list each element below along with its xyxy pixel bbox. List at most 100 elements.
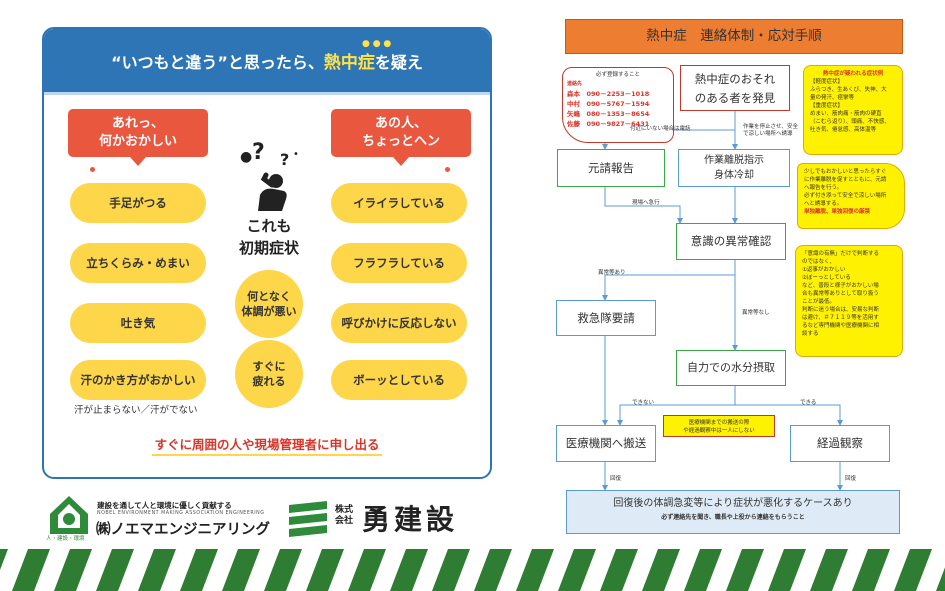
contact-row: 中村 090－5767－1594: [567, 100, 650, 108]
stripe: [516, 549, 554, 591]
judge-line: ①返事がおかしい: [802, 267, 846, 273]
tag-line: 何かおかしい: [98, 134, 177, 149]
stripe: [810, 549, 848, 591]
company2-name: 勇建設: [362, 503, 459, 536]
final-box: 回復後の体調急変等により症状が悪化するケースあり 必ず連絡先を聞き、職長や上役か…: [566, 490, 900, 534]
cool-note-line: 少しでもおかしいと思ったらすぐ: [804, 169, 887, 175]
bottom-message: すぐに周囲の人や現場管理者に申し出る: [44, 434, 490, 456]
center-symptom: すぐに 疲れる: [235, 340, 303, 408]
cool-note: 少しでもおかしいと思ったらすぐ に作業離脱を促すとともに、元請 へ報告を行う。 …: [797, 163, 905, 229]
symptoms-line: 量の発汗、痙攣等: [810, 95, 855, 101]
contact-row: 佐藤 090－9827－6431: [567, 120, 650, 128]
cool-note-line: へと誘導する。: [804, 201, 843, 207]
judge-line: など、普段と様子がおかしい場: [802, 283, 879, 289]
heatstroke-poster: ● ● ● “いつもと違う”と思ったら、熱中症を疑え あれっ、 何かおかしい あ…: [42, 27, 492, 479]
poster-header: ● ● ● “いつもと違う”と思ったら、熱中症を疑え: [44, 29, 490, 95]
stripe: [348, 549, 386, 591]
center-symptom: 何となく 体調が悪い: [235, 270, 303, 338]
svg-text:?: ?: [252, 140, 265, 165]
label-stop-line: で涼しい場所へ誘導: [743, 131, 793, 137]
cool-line: 身体冷却: [714, 170, 754, 181]
consciousness-box: 意識の異常確認: [676, 223, 786, 260]
symptoms-line: めまい、筋肉痛・筋肉の硬直: [810, 111, 882, 117]
stripe: [96, 549, 134, 591]
observe-box: 経過観察: [790, 425, 890, 462]
final-text: 回復後の体調急変等により症状が悪化するケースあり: [613, 498, 853, 509]
center-symptom-line: 疲れる: [252, 375, 286, 388]
stripe: [768, 549, 806, 591]
judge-line: ②ぼーっとしている: [802, 275, 851, 281]
tag-line: あの人、: [374, 116, 427, 131]
stripe: [642, 549, 680, 591]
flowchart: 熱中症 連絡体制・応対手順 必ず登録すること 連絡先 森本 090－2253－1…: [556, 19, 905, 534]
label-recover: 回復: [845, 476, 857, 482]
stripe: [12, 549, 50, 591]
company1-name: ㈱ノエマエンジニアリング: [96, 522, 270, 538]
symptoms-line: （こむら返り）、頭痛、不快感、: [810, 119, 890, 125]
symptom-item: 立ちくらみ・めまい: [70, 243, 206, 283]
hazard-stripes: [0, 549, 945, 591]
sweat-subnote: 汗が止まらない／汗がでない: [74, 405, 198, 416]
company2-type: 株式会社: [335, 505, 354, 526]
stripe: [390, 549, 428, 591]
contact-box: 必ず登録すること 連絡先 森本 090－2253－1018 中村 090－576…: [562, 67, 674, 143]
svg-text:•: •: [293, 149, 299, 160]
stripe: [264, 549, 302, 591]
svg-text:●: ●: [240, 149, 252, 165]
center-symptom-line: 何となく: [247, 290, 291, 303]
stripe: [726, 549, 764, 591]
report-box: 元請報告: [557, 149, 665, 187]
symptom-item: 手足がつる: [70, 183, 206, 223]
poster-title: “いつもと違う”と思ったら、熱中症を疑え: [44, 48, 490, 73]
judge-note: 「意識の有無」だけで判断する のではなく、 ①返事がおかしい ②ぼーっとしている…: [795, 245, 903, 357]
start-line: のある者を発見: [694, 91, 776, 105]
stripe: [180, 549, 218, 591]
judge-line: のではなく、: [802, 259, 836, 265]
symptom-item: 汗のかき方がおかしい: [70, 360, 206, 400]
tag-dot: [445, 167, 450, 172]
contact-header: 必ず登録すること: [595, 72, 640, 78]
svg-text:?: ?: [280, 150, 289, 169]
emphasis-dots: ● ● ●: [362, 39, 392, 49]
stripe: [432, 549, 470, 591]
label-none: 異常等なし: [742, 310, 770, 316]
stripe: [138, 549, 176, 591]
judge-line: るなど専門機関や医療機関に相: [802, 323, 880, 329]
label-stop: 作業を停止させ、安全 で涼しい場所へ誘導: [743, 124, 798, 138]
judge-line: 判断に迷う場合は、安易な判断: [802, 307, 880, 313]
symptom-item: フラフラしている: [331, 243, 467, 283]
stripe: [474, 549, 512, 591]
left-tag: あれっ、 何かおかしい: [68, 109, 208, 166]
symptoms-line: 【重度症状】: [810, 103, 844, 109]
cool-note-line: 必ず付き添って安全で涼しい場所: [804, 193, 887, 199]
stripe: [684, 549, 722, 591]
final-subtext: 必ず連絡先を聞き、職長や上役から連絡をもらうこと: [661, 514, 805, 521]
stripe: [852, 549, 890, 591]
stripe: [306, 549, 344, 591]
noema-logo-mark: [50, 496, 88, 534]
title-part: “いつもと違う”と思ったら、: [111, 53, 324, 72]
stripe: [558, 549, 596, 591]
bottom-message-text: すぐに周囲の人や現場管理者に申し出る: [152, 437, 382, 456]
symptom-item: 呼びかけに反応しない: [331, 303, 467, 343]
label-urgent: 現場へ急行: [632, 200, 660, 206]
symptoms-line: 【軽度症状】: [810, 79, 844, 85]
stripe: [0, 549, 8, 570]
company1-slogan: 建設を通して人と環境に優しく貢献する: [97, 501, 232, 510]
flow-title: 熱中症 連絡体制・応対手順: [565, 19, 903, 54]
tag-line: あれっ、: [111, 116, 164, 131]
right-tag: あの人、 ちょっとヘン: [331, 109, 471, 166]
center-symptom-line: すぐに: [252, 360, 286, 373]
center-symptom-line: 体調が悪い: [241, 305, 297, 318]
contact-row: 森本 090－2253－1018: [567, 90, 650, 98]
company1-english: NOBEL ENVIRONMENT MAKING ASSOCIATION ENG…: [97, 511, 265, 516]
stripe: [600, 549, 638, 591]
judge-line: 談する: [802, 331, 819, 337]
symptoms-line: 吐き気、倦怠感、高体温等: [810, 127, 877, 133]
symptoms-line: ふらつき、生あくび、失神、大: [810, 87, 887, 93]
ambulance-box: 救急隊要請: [556, 300, 656, 336]
warning-line: や経過観察中は一人にしない: [683, 428, 755, 434]
symptom-item: ボーッとしている: [331, 360, 467, 400]
center-label: これも 初期症状: [224, 215, 314, 259]
center-label-line: これも: [246, 217, 292, 235]
